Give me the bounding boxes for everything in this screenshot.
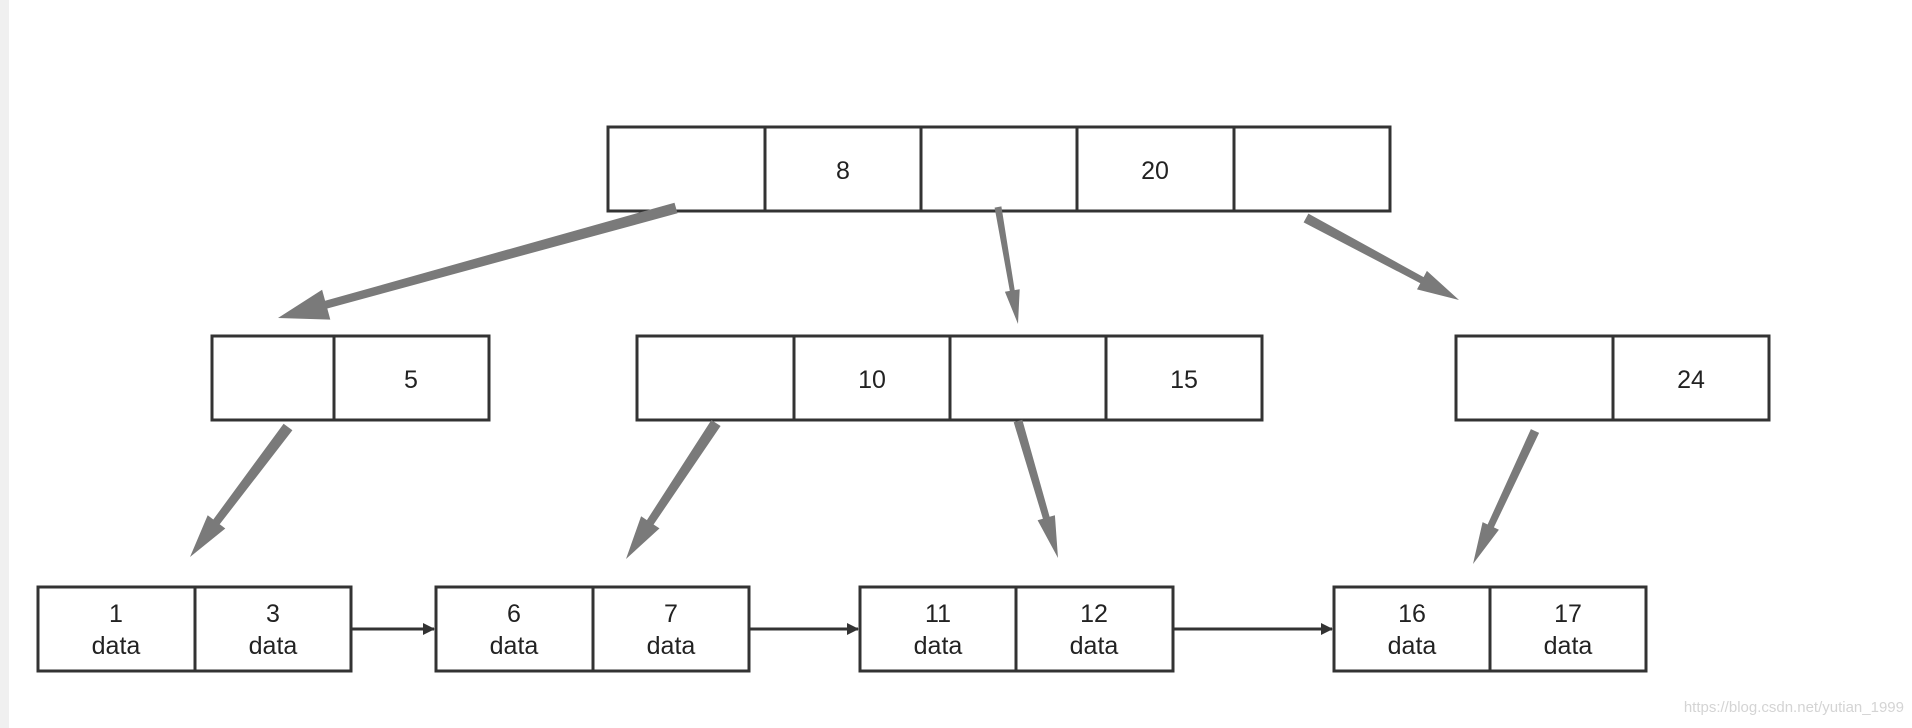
internal-middle-pointer-cell-0 xyxy=(635,334,796,422)
root-pointer-cell-2 xyxy=(1232,125,1392,213)
leaf-cell-17 xyxy=(1488,585,1648,673)
internal-key-label: 24 xyxy=(1677,366,1705,394)
leaf-data-label: data xyxy=(914,632,963,660)
leaf-cell-1 xyxy=(36,585,197,673)
internal-middle-to-leaf-2-arrow xyxy=(626,420,721,559)
leaf-data-label: data xyxy=(1388,632,1437,660)
internal-right-to-leaf-4-arrow xyxy=(1473,429,1540,564)
leaf-key-label: 1 xyxy=(109,600,123,628)
child-pointer-arrows xyxy=(190,202,1540,564)
internal-middle-pointer-cell-1 xyxy=(948,334,1108,422)
root-to-internal-middle-arrow xyxy=(994,206,1020,324)
root-key-cell-20 xyxy=(1075,125,1236,213)
leaf-data-label: data xyxy=(647,632,696,660)
internal-middle-key-cell-10 xyxy=(792,334,952,422)
leaf-cell-16 xyxy=(1332,585,1492,673)
leaf-cell-12 xyxy=(1014,585,1175,673)
internal-right-key-cell-24 xyxy=(1611,334,1771,422)
leaf-node-1: 1 data 3 data xyxy=(36,585,353,673)
watermark-text: https://blog.csdn.net/yutian_1999 xyxy=(1684,699,1904,716)
leaf-key-label: 3 xyxy=(266,600,280,628)
internal-left-key-cell-5 xyxy=(332,334,491,422)
root-key-label: 8 xyxy=(836,157,850,185)
internal-right-pointer-cell xyxy=(1454,334,1615,422)
leaf-key-label: 7 xyxy=(664,600,678,628)
root-key-cell-8 xyxy=(763,125,923,213)
internal-key-label: 15 xyxy=(1170,366,1198,394)
internal-node-middle: 10 15 xyxy=(635,334,1264,422)
internal-key-label: 10 xyxy=(858,366,886,394)
root-key-label: 20 xyxy=(1141,157,1169,185)
leaf-node-4: 16 data 17 data xyxy=(1332,585,1648,673)
leaf-node-3: 11 data 12 data xyxy=(858,585,1175,673)
internal-node-left: 5 xyxy=(210,334,491,422)
leaf-key-label: 6 xyxy=(507,600,521,628)
internal-node-right: 24 xyxy=(1454,334,1771,422)
leaf-key-label: 16 xyxy=(1398,600,1426,628)
root-to-internal-right-arrow xyxy=(1303,213,1459,300)
leaf-key-label: 11 xyxy=(925,600,951,628)
root-pointer-cell-1 xyxy=(919,125,1079,213)
internal-middle-to-leaf-3-arrow xyxy=(1013,419,1058,558)
leaf-node-2: 6 data 7 data xyxy=(434,585,751,673)
leaf-key-label: 17 xyxy=(1554,600,1582,628)
root-node: 8 20 xyxy=(606,125,1392,213)
leaf-data-label: data xyxy=(249,632,298,660)
leaf-data-label: data xyxy=(92,632,141,660)
leaf-cell-3 xyxy=(193,585,353,673)
leaf-data-label: data xyxy=(1070,632,1119,660)
left-margin-strip xyxy=(0,0,9,728)
root-to-internal-left-arrow xyxy=(278,202,678,320)
leaf-cell-6 xyxy=(434,585,595,673)
internal-left-pointer-cell xyxy=(210,334,336,422)
leaf-data-label: data xyxy=(490,632,539,660)
internal-key-label: 5 xyxy=(404,366,418,394)
internal-middle-key-cell-15 xyxy=(1104,334,1264,422)
leaf-key-label: 12 xyxy=(1080,600,1108,628)
leaf-cell-7 xyxy=(591,585,751,673)
root-pointer-cell-0 xyxy=(606,125,767,213)
leaf-data-label: data xyxy=(1544,632,1593,660)
internal-left-to-leaf-1-arrow xyxy=(190,423,293,557)
leaf-cell-11 xyxy=(858,585,1018,673)
